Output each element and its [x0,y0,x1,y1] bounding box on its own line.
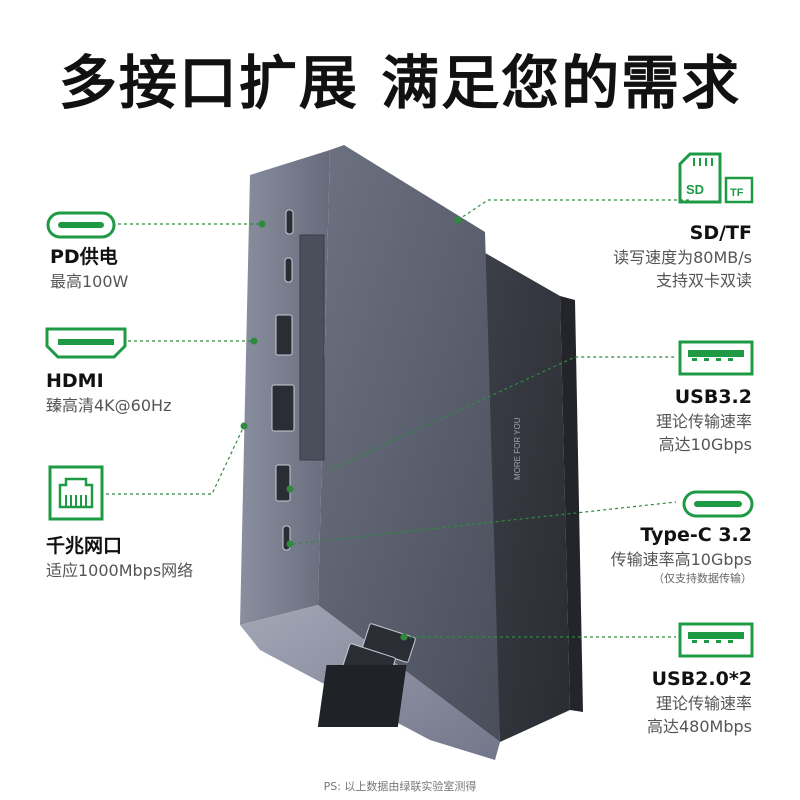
usb-a-port-icon [678,340,754,376]
hdmi-port [275,314,293,356]
feature-rj45: 千兆网口 适应1000Mbps网络 [46,533,193,582]
device-engraving: MORE FOR YOU [513,417,522,480]
feature-sdtf: SD/TF 读写速度为80MB/s 支持双卡双读 [613,220,752,292]
feature-typec32-sub2: （仅支持数据传输） [653,572,752,585]
feature-usb20-sub2: 高达480Mbps [647,717,752,736]
footer-note: PS: 以上数据由绿联实验室测得 [323,780,477,793]
feature-pd-title: PD供电 [50,246,118,268]
usb-c-port-icon [682,490,754,518]
usb-c-data-port [282,525,291,551]
tf-label: TF [730,187,744,199]
feature-usb20: USB2.0*2 理论传输速率 高达480Mbps [647,666,752,738]
feature-sdtf-sub1: 读写速度为80MB/s [613,248,752,267]
feature-usb32-title: USB3.2 [674,386,752,408]
hdmi-port-icon [45,327,127,359]
feature-typec32-title: Type-C 3.2 [640,524,752,546]
feature-rj45-sub: 适应1000Mbps网络 [46,561,194,580]
feature-pd: PD供电 最高100W [50,244,128,293]
usb-a-port [275,464,291,502]
feature-typec32-sub1: 传输速率高10Gbps [610,550,752,569]
sd-tf-card-icon: SD TF [678,152,754,204]
feature-pd-sub: 最高100W [50,272,129,291]
ethernet-port-icon [48,465,104,521]
feature-usb32: USB3.2 理论传输速率 高达10Gbps [656,384,752,456]
feature-usb20-sub1: 理论传输速率 [655,694,752,713]
feature-usb20-title: USB2.0*2 [651,668,752,690]
sd-label: SD [686,182,704,197]
feature-hdmi-sub: 臻高清4K@60Hz [46,396,172,415]
usb-a-port-icon [678,622,754,658]
usb-c-port-icon [46,211,116,239]
usb-c-pd-port [285,209,294,235]
rj45-port [271,384,295,432]
usb-c-port [284,257,293,283]
feature-hdmi: HDMI 臻高清4K@60Hz [46,368,171,417]
feature-hdmi-title: HDMI [46,370,104,392]
feature-rj45-title: 千兆网口 [46,535,123,557]
feature-usb32-sub2: 高达10Gbps [658,435,752,454]
feature-sdtf-sub2: 支持双卡双读 [655,271,752,290]
page-headline: 多接口扩展 满足您的需求 [58,49,742,117]
feature-typec32: Type-C 3.2 传输速率高10Gbps （仅支持数据传输） [611,522,752,587]
feature-usb32-sub1: 理论传输速率 [655,412,752,431]
feature-sdtf-title: SD/TF [689,222,752,244]
